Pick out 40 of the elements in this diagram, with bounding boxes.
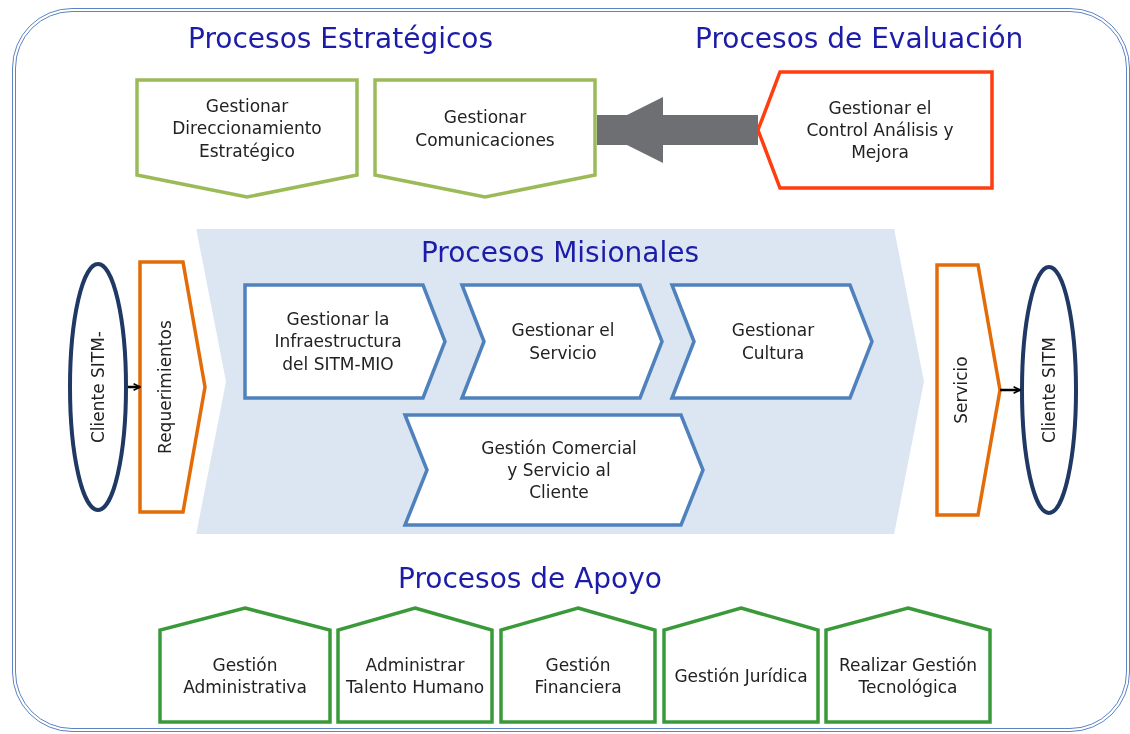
process-pentagon (338, 608, 492, 722)
arrow (128, 383, 141, 391)
band-heading: Procesos Misionales (419, 236, 701, 269)
client-ellipse (1020, 265, 1078, 515)
process-pentagon (140, 262, 205, 512)
block-arrow (597, 97, 758, 163)
node-label: Cliente SITM- (86, 330, 109, 444)
node-label: Gestión Administrativa (182, 653, 308, 699)
node-label: Gestionar la Infraestructura del SITM-MIO (273, 308, 403, 375)
process-pentagon (137, 80, 357, 197)
client-ellipse (68, 262, 128, 512)
node-label: Cliente SITM (1037, 337, 1060, 443)
node-label: Gestionar Comunicaciones (414, 106, 556, 151)
node-label: Requerimientos (153, 320, 176, 454)
section-heading: Procesos de Apoyo (398, 562, 662, 595)
process-shape (462, 285, 662, 398)
arrow (1000, 386, 1021, 394)
process-pentagon (826, 608, 990, 722)
process-pentagon (664, 608, 818, 722)
node-label: Gestionar el Control Análisis y Mejora (805, 96, 955, 164)
node-label: Gestionar Cultura (730, 319, 816, 364)
process-shape (672, 285, 872, 398)
section-heading: Procesos Estratégicos (188, 22, 494, 55)
process-pentagon (501, 608, 655, 722)
process-shape (405, 415, 703, 525)
section-heading: Procesos de Evaluación (695, 22, 1024, 55)
process-pentagon (375, 80, 595, 197)
node-label: Servicio (949, 356, 972, 424)
node-label: Gestión Comercial y Servicio al Cliente (480, 436, 638, 504)
process-pentagon (245, 285, 445, 398)
node-label: Gestionar el Servicio (510, 319, 616, 364)
node-label: Realizar Gestión Tecnológica (837, 653, 979, 699)
node-label: Gestionar Direccionamiento Estratégico (171, 95, 323, 162)
node-label: Administrar Talento Humano (344, 653, 486, 699)
process-pentagon (937, 265, 1000, 515)
process-pentagon (160, 608, 330, 722)
process-pentagon (758, 72, 992, 188)
node-label: Gestión Financiera (533, 653, 623, 699)
process-band (195, 228, 925, 535)
node-label: Gestión Jurídica (674, 664, 808, 688)
